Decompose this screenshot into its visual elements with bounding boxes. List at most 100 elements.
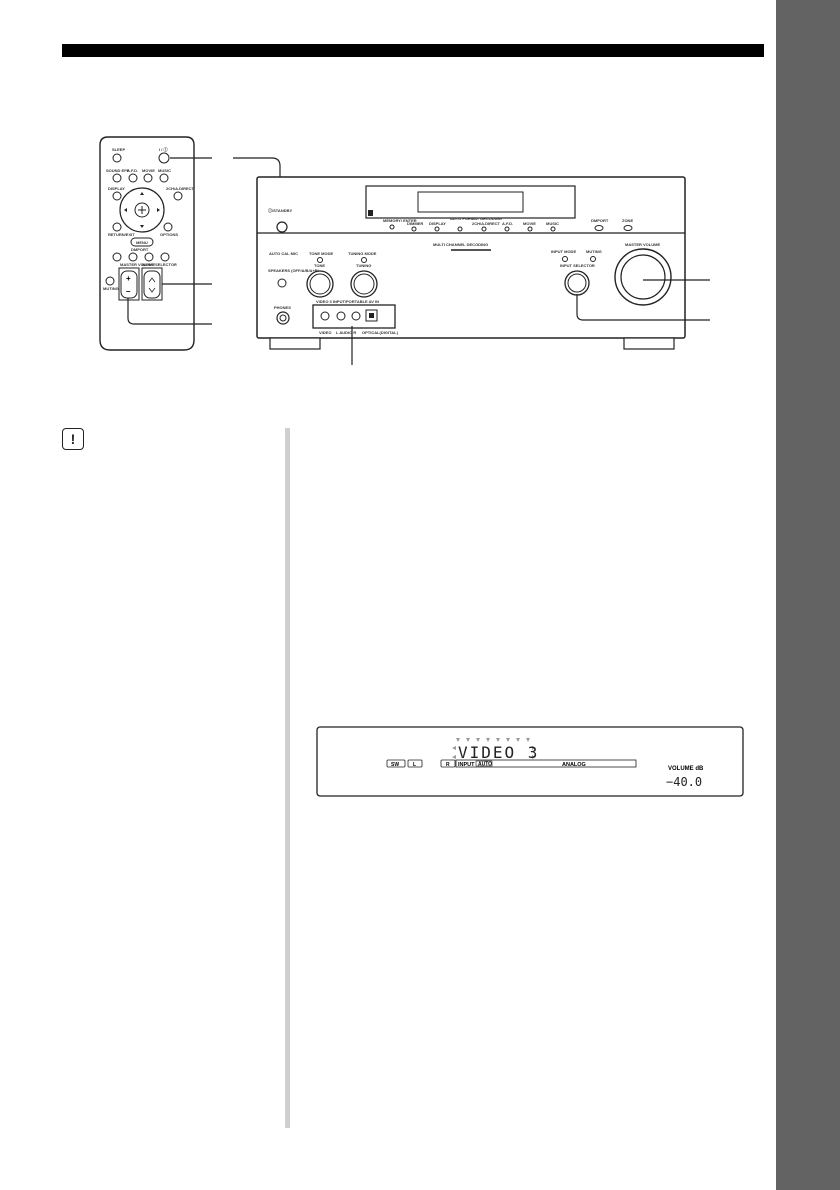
display-volume-value: −40.0: [666, 775, 702, 789]
receiver-music-label: MUSIC: [546, 221, 559, 226]
remote-play-button[interactable]: [128, 252, 138, 262]
receiver-auto-format-button[interactable]: [457, 226, 463, 232]
remote-return-button[interactable]: [112, 222, 122, 232]
remote-afd-label: A.F.D.: [127, 168, 138, 173]
receiver-master-volume-label: MASTER VOLUME: [625, 242, 660, 247]
display-analog-text: ANALOG: [562, 762, 586, 768]
remote-next-button[interactable]: [160, 252, 170, 262]
remote-input-rocker[interactable]: [143, 270, 161, 299]
remote-menu-label: MENU: [136, 240, 148, 245]
remote-movie-button[interactable]: [143, 173, 153, 183]
remote-sleep-button[interactable]: [112, 153, 122, 163]
remote-options-button[interactable]: [163, 222, 173, 232]
receiver-zone-button[interactable]: [623, 225, 633, 231]
receiver-tuning-mode-label: TUNING MODE: [348, 251, 377, 256]
remote-menu-button[interactable]: [130, 237, 154, 247]
remote-muting-label: MUTING: [103, 286, 119, 291]
receiver-speakers-label: SPEAKERS (OFF/A/B/A+B): [268, 268, 320, 273]
remote-dmport-label: DMPORT: [131, 247, 149, 252]
receiver-display-screen: [417, 191, 524, 213]
caution-icon: !: [62, 428, 84, 450]
remote-2ch-button[interactable]: [173, 191, 183, 201]
display-source-text: VIDEO 3: [458, 743, 539, 762]
remote-sleep-label: SLEEP: [112, 147, 125, 152]
receiver-display-button[interactable]: [434, 226, 440, 232]
remote-music-button[interactable]: [159, 173, 169, 183]
remote-music-label: MUSIC: [158, 168, 171, 173]
display-r-text: R: [446, 762, 450, 768]
remote-volume-rocker[interactable]: [120, 270, 138, 299]
receiver-video3-label: VIDEO 3 INPUT/PORTABLE AV IN: [316, 299, 379, 304]
receiver-dimmer-label: DIMMER: [407, 221, 423, 226]
receiver-ir-sensor: [368, 210, 373, 216]
remote-display-button[interactable]: [112, 191, 122, 201]
display-sw-indicator: [386, 759, 406, 768]
receiver-speakers-button[interactable]: [277, 278, 287, 288]
receiver-afd-button[interactable]: [504, 226, 510, 232]
remote-power-button[interactable]: [158, 152, 170, 164]
display-auto-indicator: [475, 760, 493, 767]
receiver-dmport-label: DMPORT: [591, 218, 609, 223]
receiver-input-mode-button[interactable]: [562, 256, 568, 262]
display-sw-text: SW: [391, 762, 399, 768]
receiver-phones-label: PHONES: [274, 305, 291, 310]
receiver-audio-l-jack[interactable]: [336, 311, 346, 321]
receiver-video-label: VIDEO: [319, 330, 331, 335]
receiver-video-jack[interactable]: [320, 311, 330, 321]
receiver-tuning-label: TUNING: [356, 263, 371, 268]
receiver-display-label: DISPLAY: [429, 221, 446, 226]
receiver-tone-label: TONE: [314, 263, 325, 268]
column-divider: [285, 428, 290, 1128]
receiver-input-selector-label: INPUT SELECTOR: [560, 263, 595, 268]
receiver-audio-label: L AUDIO R: [336, 330, 356, 335]
receiver-multi-channel-label: MULTI CHANNEL DECODING: [433, 242, 488, 247]
remote-stop-button[interactable]: [144, 252, 154, 262]
receiver-audio-r-jack[interactable]: [351, 311, 361, 321]
receiver-movie-button[interactable]: [527, 226, 533, 232]
display-input-bar: [455, 759, 637, 768]
remote-display-label: DISPLAY: [108, 186, 125, 191]
section-side-tab: [776, 0, 840, 1190]
receiver-unit: Ⓘ/STANDBY MEMORY/ ENTER DIMMER DISPLAY A…: [256, 176, 686, 350]
receiver-power-button[interactable]: [276, 221, 288, 233]
receiver-tone-mode-button[interactable]: [317, 257, 323, 263]
receiver-multi-channel-indicator: [451, 249, 491, 251]
display-auto-text: AUTO: [478, 762, 492, 768]
receiver-muting-label: MUTING: [586, 249, 602, 254]
receiver-optical-label: OPTICAL(DIGITAL): [362, 330, 399, 335]
remote-2ch-label: 2CH/A.DIRECT: [166, 186, 195, 191]
display-r-indicator: [440, 759, 456, 768]
receiver-tone-mode-label: TONE MODE: [309, 251, 333, 256]
remote-return-label: RETURN/EXIT: [108, 232, 135, 237]
receiver-movie-label: MOVIE: [523, 221, 536, 226]
remote-volume-minus: –: [126, 287, 131, 296]
front-panel-display: VIDEO 3 SW L R INPUT AUTO ANALOG VOLUME …: [316, 726, 744, 797]
receiver-dmport-button[interactable]: [594, 225, 604, 231]
remote-movie-label: MOVIE: [142, 168, 155, 173]
receiver-dimmer-button[interactable]: [411, 226, 417, 232]
receiver-2ch-label: 2CH/A.DIRECT: [472, 221, 501, 226]
remote-muting-button[interactable]: [105, 276, 115, 286]
receiver-2ch-button[interactable]: [481, 226, 487, 232]
remote-input-selector-label: INPUT SELECTOR: [142, 262, 177, 267]
display-l-text: L: [413, 762, 416, 768]
remote-options-label: OPTIONS: [160, 232, 178, 237]
receiver-afd-label: A.F.D.: [502, 221, 513, 226]
display-volume-label: VOLUME dB: [668, 766, 704, 772]
remote-sound-effect-label: SOUND EFF: [106, 168, 130, 173]
display-input-text: INPUT: [458, 762, 475, 768]
remote-afd-button[interactable]: [128, 173, 138, 183]
remote-master-volume-label: MASTER VOLUME: [120, 262, 155, 267]
receiver-music-button[interactable]: [550, 226, 556, 232]
receiver-tuning-mode-button[interactable]: [361, 257, 367, 263]
receiver-input-mode-label: INPUT MODE: [551, 249, 576, 254]
receiver-illustration: SLEEP I / Ⓘ SOUND EFF A.F.D. MOVIE MUSIC…: [99, 136, 710, 365]
receiver-power-label: Ⓘ/STANDBY: [268, 207, 292, 213]
receiver-muting-button[interactable]: [590, 256, 596, 262]
receiver-memory-label: MEMORY/ ENTER: [383, 218, 417, 223]
receiver-memory-button[interactable]: [389, 224, 395, 230]
receiver-zone-label: ZONE: [622, 218, 633, 223]
receiver-auto-cal-label: AUTO CAL MIC: [269, 251, 298, 256]
remote-sound-effect-button[interactable]: [112, 173, 122, 183]
remote-prev-button[interactable]: [112, 252, 122, 262]
